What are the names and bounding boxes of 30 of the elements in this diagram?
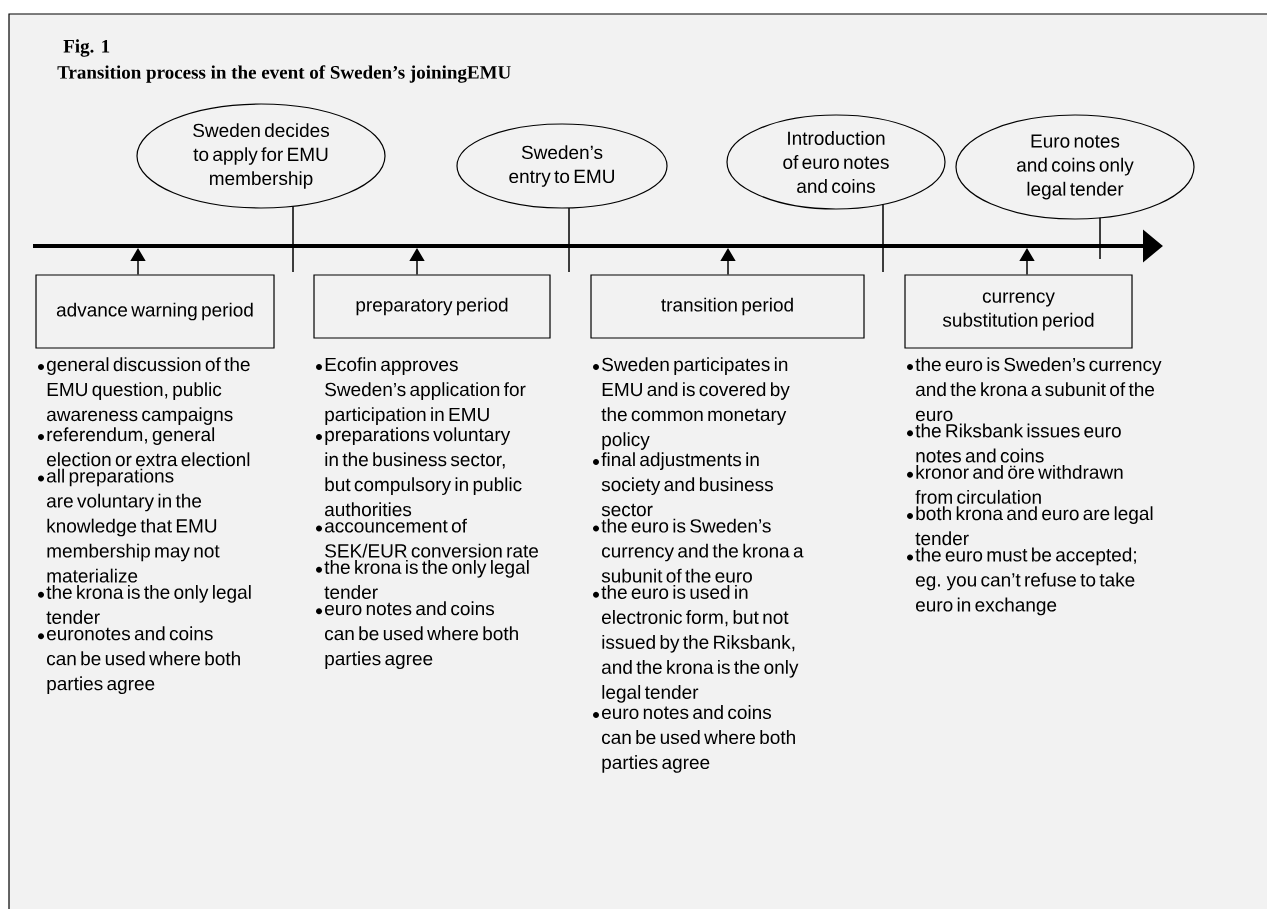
- arrow: [720, 248, 736, 276]
- bullet-item: the krona is the only legal tender: [38, 585, 251, 624]
- bullet-item: the Riksbank issues euro notes and coins: [907, 423, 1121, 463]
- period-box: preparatory period: [313, 274, 551, 339]
- leader-line: [568, 207, 570, 273]
- figure-number: Fig. 1: [63, 39, 110, 57]
- arrow: [1019, 248, 1035, 276]
- bullet-item: referendum, general election or extra electionl: [38, 427, 250, 467]
- leader-line: [882, 203, 884, 273]
- period-box: currency substitution period: [904, 274, 1133, 349]
- period-box: transition period: [590, 274, 865, 339]
- bullet-item: euro notes and coins can be used where both parties agree: [316, 601, 518, 670]
- title: Transition process in the event of Sweden’s joiningEMU: [57, 65, 511, 83]
- bullet-item: preparations voluntary in the business sector, but compulsory in public authorities: [316, 427, 522, 517]
- bullet-item: euronotes and coins can be used where both parties agree: [38, 626, 240, 695]
- bullet-item: final adjustments in society and business sector: [593, 452, 773, 517]
- period-box: advance warning period: [35, 274, 275, 349]
- bullet-item: the euro is Sweden’s currency and the krona a subunit of the euro: [907, 357, 1162, 422]
- leader-line: [292, 205, 294, 273]
- bullet-item: the krona is the only legal tender: [316, 560, 529, 599]
- bullet-item: kronor and öre withdrawn from circulation: [907, 464, 1123, 504]
- bullet-item: accouncement of SEK/EUR conversion rate: [316, 518, 539, 558]
- leader-line: [1099, 217, 1101, 260]
- arrow: [130, 248, 146, 276]
- bullet-item: both krona and euro are legal tender: [907, 506, 1153, 546]
- arrow: [409, 248, 425, 276]
- bullet-item: all preparations are voluntary in the knowledge that EMU membership may not materialize: [38, 468, 220, 583]
- bullet-item: the euro is Sweden’s currency and the krona a subunit of the euro: [593, 518, 804, 583]
- bullet-item: euro notes and coins can be used where both parties agree: [593, 705, 795, 773]
- bullet-item: the euro must be accepted; eg. you can’t refuse to take euro in exchange: [907, 547, 1136, 616]
